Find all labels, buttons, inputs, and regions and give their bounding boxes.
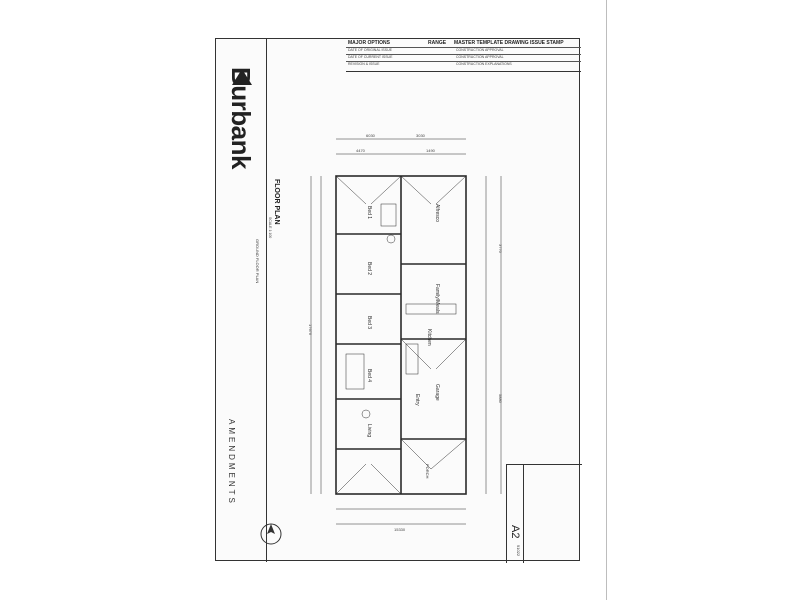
job-number: 91022 — [516, 545, 521, 557]
floor-plan-drawing: Bed 1 Bed 2 Bed 3 Bed 4 Living Alfresco … — [308, 133, 503, 532]
dimension-width: 15330 — [394, 527, 406, 532]
dimension: 3770 — [498, 244, 503, 254]
room-label-garage: Garage — [434, 384, 440, 401]
stamp-value: CONSTRUCTION APPROVAL — [456, 55, 504, 59]
room-label-alfresco: Alfresco — [434, 204, 440, 222]
burbank-logo: Burbank — [220, 67, 260, 207]
floor-plan-title: FLOOR PLAN — [273, 179, 280, 225]
room-label-living: Living — [366, 424, 372, 437]
range-label: RANGE — [428, 40, 447, 46]
room-label-porch: PORCH — [425, 464, 430, 479]
dimension-depth: 17670 — [308, 324, 313, 336]
room-label-family: Family/Meals — [434, 284, 440, 314]
north-arrow-icon — [260, 523, 282, 545]
revision-block: A2 91022 — [506, 464, 582, 563]
major-options: MAJOR OPTIONS — [348, 40, 390, 46]
room-label-bed2: Bed 2 — [366, 262, 372, 275]
stamp-row: DATE OF ORIGINAL ISSUE — [348, 48, 392, 52]
page-edge-line — [606, 0, 607, 600]
title-strip: Burbank GROUND FLOOR PLAN AMENDMENTS — [216, 39, 267, 562]
scale-label: SCALE 1:100 — [268, 217, 272, 239]
drawing-sheet: Burbank GROUND FLOOR PLAN AMENDMENTS FLO… — [215, 38, 582, 563]
stamp-row: DATE OF CURRENT ISSUE — [348, 55, 393, 59]
dimension: 1490 — [426, 148, 436, 153]
issue-stamp-block: MAJOR OPTIONS RANGE MASTER TEMPLATE DRAW… — [346, 39, 581, 72]
amendments-label: AMENDMENTS — [227, 419, 236, 506]
room-label-entry: Entry — [414, 394, 420, 406]
room-label-bed3: Bed 3 — [366, 316, 372, 329]
drawing-label: GROUND FLOOR PLAN — [255, 239, 260, 284]
dimension: 3030 — [416, 133, 426, 138]
stamp-value: CONSTRUCTION APPROVAL — [456, 48, 504, 52]
logo-triangle-icon — [232, 69, 252, 85]
stamp-row: REVISION & ISSUE — [348, 62, 380, 66]
dimension: 6030 — [366, 133, 376, 138]
room-label-bed4: Bed 4 — [366, 369, 372, 382]
stamp-title: MASTER TEMPLATE DRAWING ISSUE STAMP — [454, 40, 564, 46]
dimension: 5880 — [498, 394, 503, 404]
room-label-bed1: Bed 1 — [366, 206, 372, 219]
stamp-value: CONSTRUCTION EXPLANATIONS — [456, 62, 512, 66]
dimension: 4470 — [356, 148, 366, 153]
room-label-kitchen: Kitchen — [426, 329, 432, 346]
